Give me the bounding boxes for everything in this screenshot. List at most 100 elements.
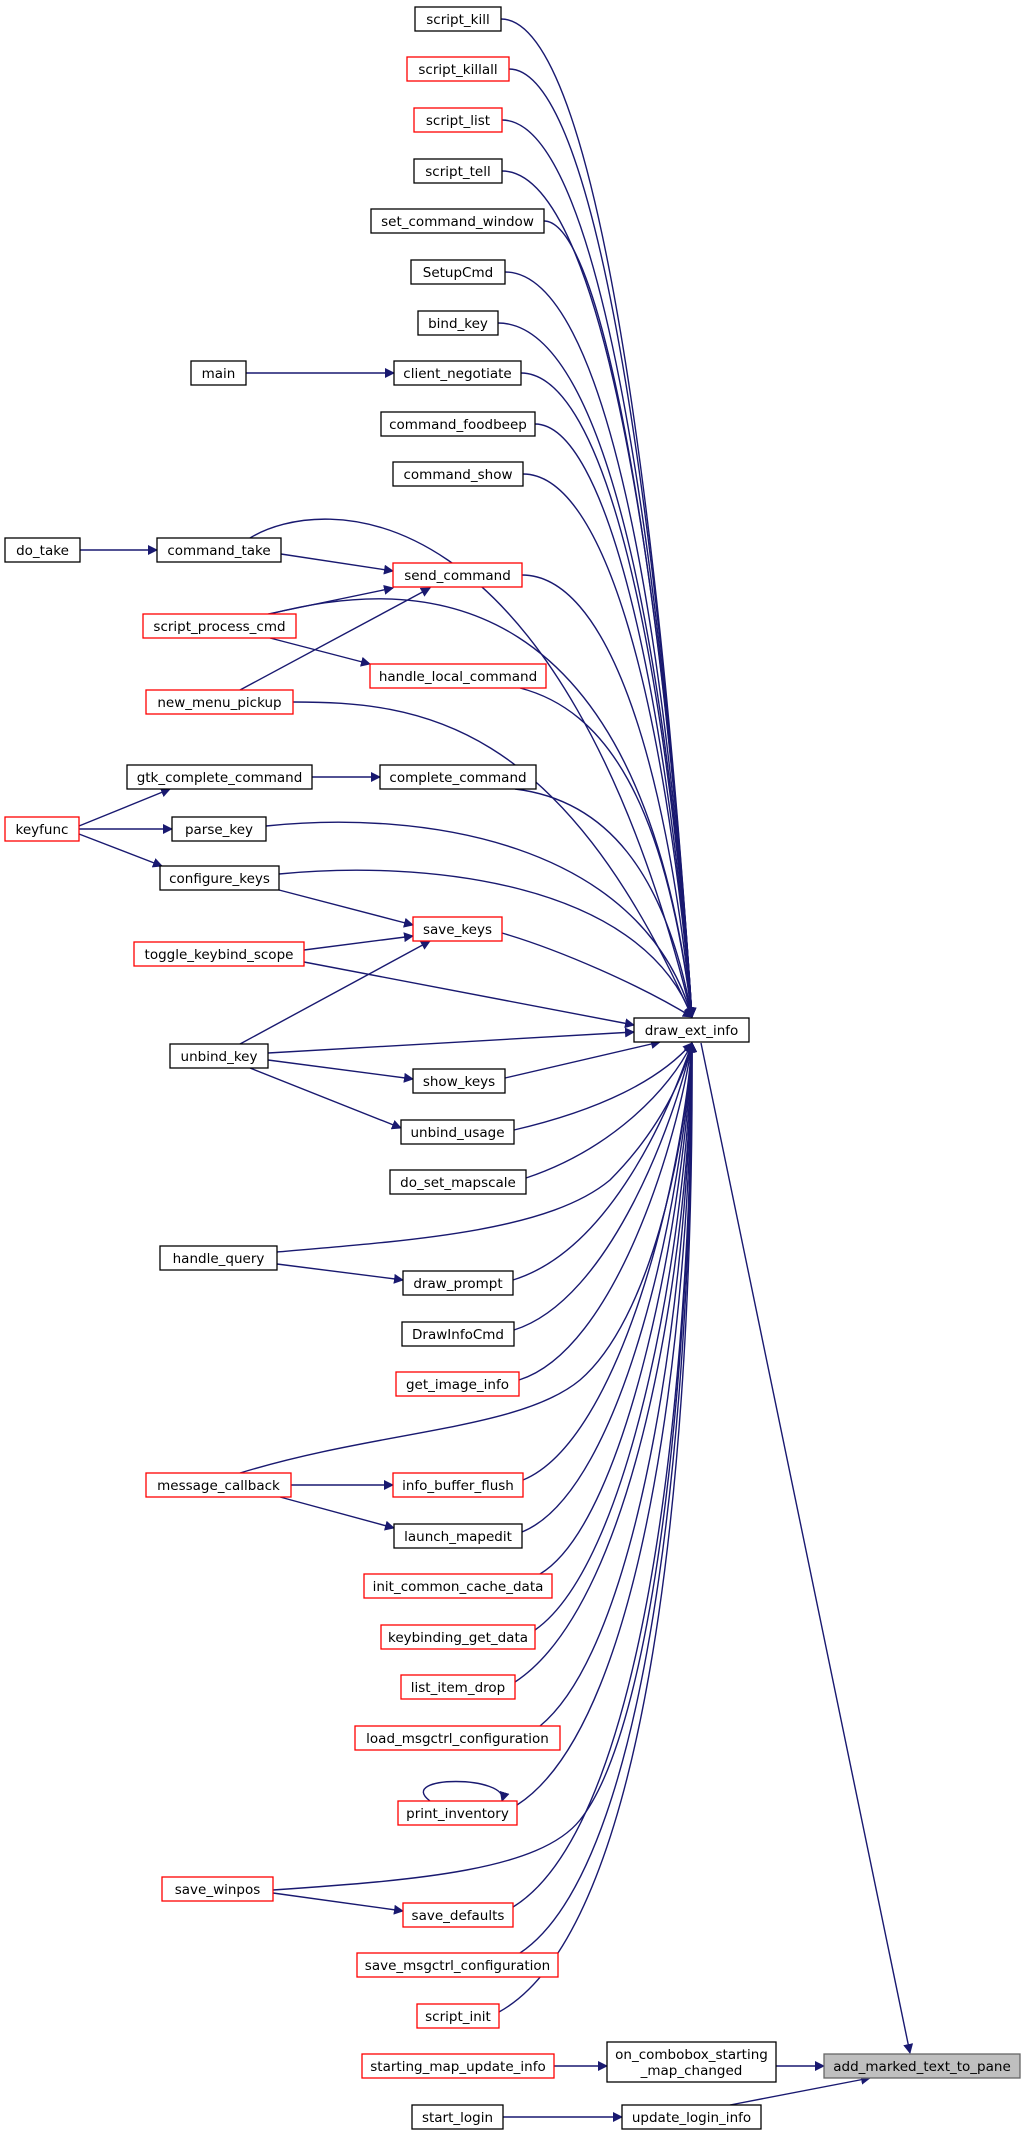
node-configure_keys[interactable]: configure_keys — [159, 865, 280, 891]
node-box — [369, 663, 547, 689]
node-label: toggle_keybind_scope — [145, 947, 294, 963]
edge-get_image_info-to-draw_ext_info — [518, 1042, 696, 1381]
node-label: send_command — [404, 568, 511, 584]
edge-unbind_key-to-save_keys — [239, 940, 431, 1045]
node-do_take[interactable]: do_take — [4, 537, 81, 563]
node-DrawInfoCmd[interactable]: DrawInfoCmd — [401, 1321, 515, 1347]
node-main[interactable]: main — [190, 360, 247, 386]
node-list_item_drop[interactable]: list_item_drop — [400, 1674, 516, 1700]
node-box — [400, 1119, 515, 1145]
node-SetupCmd[interactable]: SetupCmd — [410, 259, 506, 285]
node-gtk_complete_command[interactable]: gtk_complete_command — [126, 764, 313, 790]
node-save_keys[interactable]: save_keys — [412, 916, 503, 942]
node-start_login[interactable]: start_login — [411, 2104, 504, 2130]
node-launch_mapedit[interactable]: launch_mapedit — [393, 1523, 523, 1549]
node-do_set_mapscale[interactable]: do_set_mapscale — [389, 1169, 527, 1195]
node-show_keys[interactable]: show_keys — [412, 1068, 506, 1094]
node-script_tell[interactable]: script_tell — [413, 158, 503, 184]
node-box — [633, 1017, 750, 1043]
edge-script_process_cmd-to-handle_local_command — [269, 637, 371, 667]
node-script_process_cmd[interactable]: script_process_cmd — [142, 613, 297, 639]
node-box — [142, 613, 297, 639]
node-box — [379, 764, 537, 790]
node-box — [395, 1371, 520, 1397]
node-box — [393, 1523, 523, 1549]
node-command_take[interactable]: command_take — [156, 537, 282, 563]
node-command_show[interactable]: command_show — [392, 461, 524, 487]
node-unbind_usage[interactable]: unbind_usage — [400, 1119, 515, 1145]
node-new_menu_pickup[interactable]: new_menu_pickup — [145, 689, 294, 715]
node-label: print_inventory — [406, 1806, 509, 1822]
node-label: message_callback — [157, 1478, 280, 1494]
node-box — [621, 2104, 762, 2130]
node-label: script_list — [426, 113, 490, 129]
edge-unbind_key-to-unbind_usage — [249, 1067, 402, 1130]
node-save_defaults[interactable]: save_defaults — [402, 1902, 514, 1928]
node-print_inventory[interactable]: print_inventory — [397, 1800, 518, 1826]
node-draw_prompt[interactable]: draw_prompt — [402, 1270, 514, 1296]
node-label: draw_prompt — [413, 1276, 502, 1292]
edge-keybinding_get_data-to-draw_ext_info — [534, 1042, 697, 1631]
node-label: show_keys — [423, 1074, 495, 1090]
node-save_winpos[interactable]: save_winpos — [161, 1876, 274, 1902]
node-on_combobox_starting_map_changed[interactable]: on_combobox_starting_map_changed — [606, 2041, 777, 2083]
node-label: SetupCmd — [423, 265, 493, 281]
node-box — [159, 865, 280, 891]
node-keyfunc[interactable]: keyfunc — [4, 816, 80, 842]
node-client_negotiate[interactable]: client_negotiate — [393, 360, 522, 386]
node-label: save_defaults — [412, 1908, 505, 1924]
node-set_command_window[interactable]: set_command_window — [370, 208, 545, 234]
node-box — [402, 1270, 514, 1296]
node-complete_command[interactable]: complete_command — [379, 764, 537, 790]
node-add_marked_text_to_pane[interactable]: add_marked_text_to_pane — [823, 2053, 1021, 2079]
edge-command_show-to-draw_ext_info — [522, 473, 697, 1018]
node-box — [392, 562, 523, 588]
node-send_command[interactable]: send_command — [392, 562, 523, 588]
node-message_callback[interactable]: message_callback — [145, 1472, 292, 1498]
node-script_killall[interactable]: script_killall — [406, 56, 510, 82]
node-box — [389, 1169, 527, 1195]
edge-print_inventory-to-draw_ext_info — [516, 1042, 697, 1806]
edge-unbind_key-to-draw_ext_info — [267, 1027, 635, 1054]
edge-set_command_window-to-draw_ext_info — [543, 220, 697, 1018]
node-unbind_key[interactable]: unbind_key — [169, 1043, 269, 1069]
node-label: list_item_drop — [411, 1680, 505, 1696]
node-box — [606, 2041, 777, 2083]
node-label: command_foodbeep — [389, 417, 527, 433]
node-box — [361, 2053, 555, 2079]
edge-SetupCmd-to-draw_ext_info — [504, 271, 697, 1018]
node-label: update_login_info — [632, 2110, 751, 2126]
node-label: new_menu_pickup — [157, 695, 281, 711]
node-init_common_cache_data[interactable]: init_common_cache_data — [363, 1573, 553, 1599]
node-script_list[interactable]: script_list — [413, 107, 503, 133]
node-box — [413, 107, 503, 133]
node-starting_map_update_info[interactable]: starting_map_update_info — [361, 2053, 555, 2079]
node-draw_ext_info[interactable]: draw_ext_info — [633, 1017, 750, 1043]
edge-save_winpos-to-save_defaults — [272, 1892, 404, 1915]
node-parse_key[interactable]: parse_key — [171, 816, 267, 842]
node-handle_local_command[interactable]: handle_local_command — [369, 663, 547, 689]
node-handle_query[interactable]: handle_query — [159, 1245, 278, 1271]
node-box — [401, 1321, 515, 1347]
node-script_kill[interactable]: script_kill — [414, 6, 502, 32]
node-box — [823, 2053, 1021, 2079]
node-label: main — [202, 366, 236, 382]
node-label: script_tell — [425, 164, 490, 180]
node-get_image_info[interactable]: get_image_info — [395, 1371, 520, 1397]
nodes-layer: script_kill script_killall script_listscri… — [4, 6, 1021, 2130]
node-box — [414, 6, 502, 32]
node-label: client_negotiate — [403, 366, 511, 382]
edge-configure_keys-to-draw_ext_info — [278, 869, 694, 1018]
node-toggle_keybind_scope[interactable]: toggle_keybind_scope — [133, 941, 305, 967]
node-command_foodbeep[interactable]: command_foodbeep — [380, 411, 536, 437]
node-info_buffer_flush[interactable]: info_buffer_flush — [392, 1472, 524, 1498]
edge-print_inventory-to-print_inventory — [422, 1780, 510, 1802]
node-bind_key[interactable]: bind_key — [417, 310, 499, 336]
edge-message_callback-to-draw_ext_info — [239, 1042, 697, 1474]
node-load_msgctrl_configuration[interactable]: load_msgctrl_configuration — [354, 1725, 561, 1751]
node-keybinding_get_data[interactable]: keybinding_get_data — [380, 1624, 536, 1650]
node-update_login_info[interactable]: update_login_info — [621, 2104, 762, 2130]
node-script_init[interactable]: script_init — [416, 2003, 500, 2029]
node-save_msgctrl_configuration[interactable]: save_msgctrl_configuration — [356, 1952, 559, 1978]
